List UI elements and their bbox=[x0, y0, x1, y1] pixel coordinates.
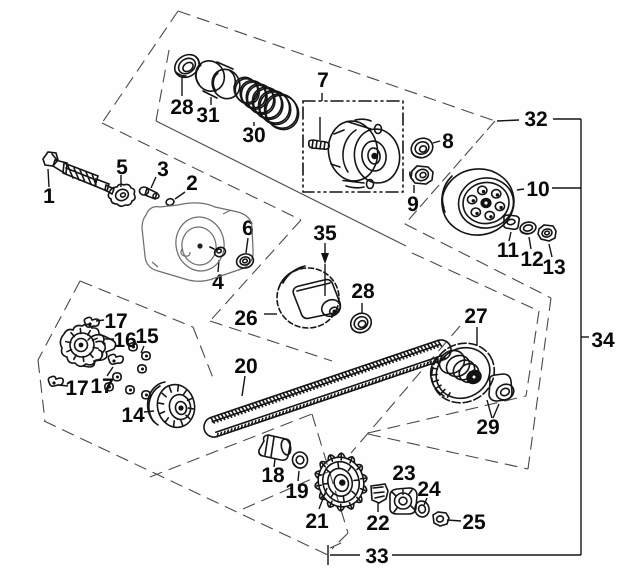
svg-text:24: 24 bbox=[417, 478, 441, 501]
svg-text:35: 35 bbox=[313, 222, 337, 245]
svg-text:34: 34 bbox=[591, 329, 615, 352]
svg-text:29: 29 bbox=[476, 416, 499, 439]
svg-text:10: 10 bbox=[526, 178, 549, 201]
svg-text:17: 17 bbox=[65, 377, 88, 400]
svg-text:1: 1 bbox=[43, 185, 55, 208]
svg-text:27: 27 bbox=[464, 305, 487, 328]
svg-text:32: 32 bbox=[524, 108, 547, 131]
svg-text:2: 2 bbox=[186, 172, 198, 195]
svg-text:14: 14 bbox=[121, 404, 145, 427]
svg-text:4: 4 bbox=[212, 271, 224, 294]
svg-text:9: 9 bbox=[407, 193, 419, 216]
svg-text:28: 28 bbox=[170, 96, 194, 119]
svg-text:22: 22 bbox=[366, 512, 389, 535]
svg-text:30: 30 bbox=[242, 124, 265, 147]
svg-text:8: 8 bbox=[442, 130, 454, 153]
svg-text:21: 21 bbox=[305, 510, 329, 533]
svg-text:3: 3 bbox=[157, 158, 169, 181]
svg-text:12: 12 bbox=[520, 248, 543, 271]
svg-text:26: 26 bbox=[234, 307, 257, 330]
svg-text:5: 5 bbox=[116, 156, 128, 179]
svg-text:19: 19 bbox=[285, 480, 308, 503]
svg-text:28: 28 bbox=[351, 280, 375, 303]
svg-text:33: 33 bbox=[365, 545, 388, 568]
svg-text:18: 18 bbox=[261, 464, 285, 487]
svg-text:7: 7 bbox=[317, 69, 329, 92]
svg-text:25: 25 bbox=[462, 511, 486, 534]
svg-text:16: 16 bbox=[113, 329, 136, 352]
svg-text:15: 15 bbox=[135, 325, 159, 348]
svg-text:17: 17 bbox=[90, 375, 113, 398]
svg-text:11: 11 bbox=[497, 239, 520, 262]
svg-text:20: 20 bbox=[234, 355, 257, 378]
svg-text:17: 17 bbox=[104, 310, 127, 333]
svg-text:31: 31 bbox=[196, 104, 220, 127]
svg-text:13: 13 bbox=[542, 256, 565, 279]
svg-text:6: 6 bbox=[242, 217, 254, 240]
svg-text:23: 23 bbox=[392, 462, 415, 485]
